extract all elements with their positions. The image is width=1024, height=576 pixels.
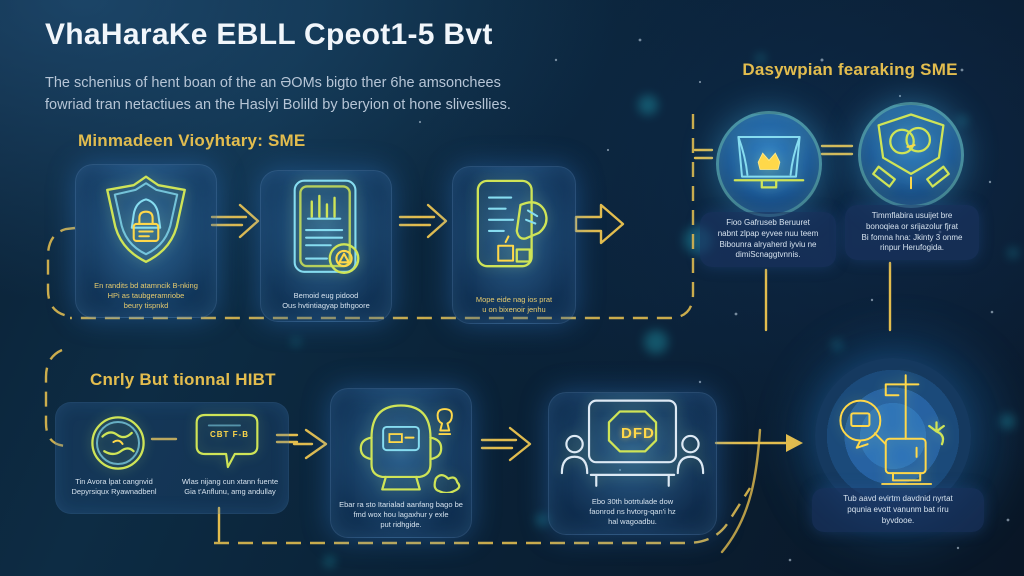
tablet-checklist-icon — [463, 175, 565, 290]
shield-rings-icon — [866, 109, 956, 206]
bottom-flow-panel — [55, 402, 289, 514]
flow-step-card: Mope eide nag ios prat u on bixenoir jen… — [452, 166, 576, 324]
flow-step-card: DFD Ebo 30th botrtulade dow faonrod ns h… — [548, 392, 717, 535]
bokeh-dot — [536, 514, 548, 526]
flow-arrow — [398, 203, 448, 239]
bokeh-dot — [644, 330, 668, 354]
bokeh-dot — [292, 338, 300, 346]
subtitle-line: fowriad tran netactiues an the Haslyi Bo… — [45, 97, 511, 114]
coin-globe-icon — [86, 411, 150, 480]
screen-text: DFD — [621, 425, 655, 442]
page-title: VhaHaraKe EBLL Cpeot1-5 Bvt — [45, 18, 493, 51]
flow-step-card: Bemoid eug pidood Ous hvtintiagyap bthgo… — [260, 170, 392, 322]
right-item-caption: Fioo Gafruseb Beruuret nabnt zlpap eyvee… — [700, 212, 836, 268]
dashed-flow-line-right-vertical — [70, 114, 695, 320]
flow-step-card: Ebar ra sto Itarialad aanfang bago be fm… — [330, 388, 472, 538]
section-heading-top-flow: Minmadeen Vioyhtary: SME — [78, 131, 306, 150]
dashed-flow-hook-top-left — [46, 226, 76, 318]
robot-head-icon — [333, 393, 469, 498]
chevron-arrow — [292, 428, 328, 460]
right-item-circle — [858, 102, 964, 208]
monitor-people-icon — [551, 397, 714, 498]
section-heading-bottom-flow: Cnrly But tionnal HIBT — [90, 370, 276, 389]
bokeh-dot — [638, 95, 658, 115]
shield-lock-icon — [94, 171, 198, 280]
equals-connector — [820, 144, 854, 156]
step-caption: Mope eide nag ios prat u on bixenoir jen… — [475, 295, 553, 315]
step-caption: En randits bd atamncik B-nking HPi as ta… — [94, 281, 198, 311]
step-caption: Ebo 30th botrtulade dow faonrod ns hvtor… — [589, 497, 676, 527]
bubble-text: CBT F-B — [210, 430, 249, 439]
dashed-flow-hook-bottom-left — [44, 348, 67, 448]
right-item-circle — [716, 111, 822, 217]
bokeh-dot — [324, 556, 335, 567]
bokeh-dot — [756, 54, 765, 63]
step-caption: Bemoid eug pidood Ous hvtintiagyap bthgo… — [282, 291, 370, 311]
flow-arrow — [210, 203, 260, 239]
flow-step-card: En randits bd atamncik B-nking HPi as ta… — [75, 164, 217, 318]
inspection-rig-icon — [829, 368, 957, 509]
step-caption: Ebar ra sto Itarialad aanfang bago be fm… — [339, 500, 463, 530]
bokeh-dot — [832, 340, 842, 350]
bokeh-dot — [958, 116, 967, 125]
step-caption: Wlas nijang cun xtann fuente Gia t'Anflu… — [181, 477, 279, 496]
subtitle-line: The schenius of hent boan of the an ƏOMs… — [45, 75, 501, 91]
big-outline-arrow — [574, 203, 625, 245]
equals-connector — [275, 433, 299, 444]
right-item-caption: Timmflabira usuijet bre bonoqiea or srij… — [845, 205, 979, 261]
step-caption: Tin Avora lpat cangnvid Depyrsiqux Ryawn… — [71, 477, 157, 496]
equals-connector — [693, 148, 714, 160]
page-subtitle: The schenius of hent boan of the an ƏOMs… — [45, 72, 511, 117]
bokeh-dot — [1008, 248, 1018, 258]
document-chart-icon — [273, 175, 379, 292]
right-item-caption: Tub aavd evirtm davdnid nyrtat pqunia ev… — [812, 488, 984, 533]
speech-bubble-icon: CBT F-B — [188, 408, 266, 479]
flow-arrow — [480, 426, 532, 462]
stage-monitor-icon — [724, 122, 814, 211]
bokeh-dot — [1000, 414, 1015, 429]
section-heading-right-panel: Dasywpian fearaking SME — [742, 60, 958, 79]
solid-arrow — [714, 428, 803, 554]
